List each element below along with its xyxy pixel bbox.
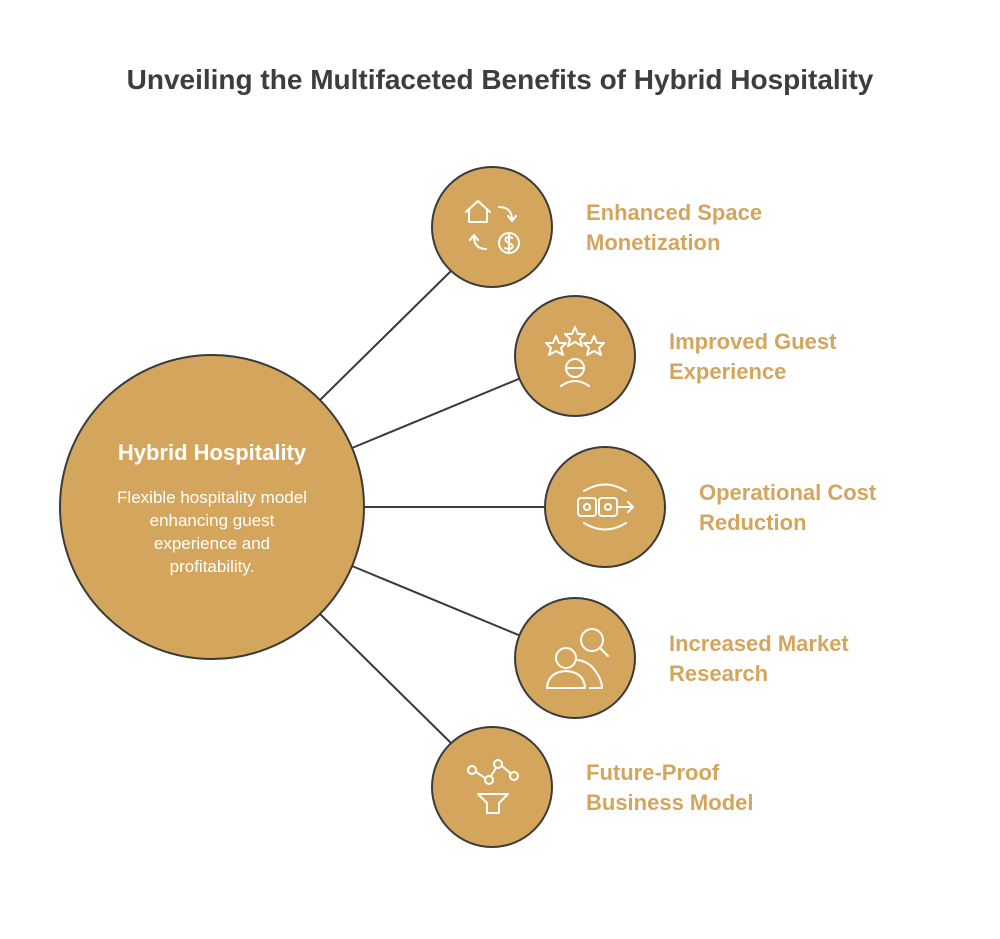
benefit-circle-2 [514, 295, 636, 417]
center-description: Flexible hospitality model enhancing gue… [117, 488, 307, 576]
page-title: Unveiling the Multifaceted Benefits of H… [126, 64, 874, 95]
connector-line-2 [351, 377, 522, 449]
benefit-label-2-line2: Experience [669, 359, 787, 384]
connector-line-5 [317, 611, 453, 745]
benefit-label-1-line2: Monetization [586, 230, 721, 255]
benefit-label-5-line2: Business Model [586, 790, 754, 815]
benefit-label-2-line1: Improved Guest [669, 329, 837, 354]
benefit-label-3-line2: Reduction [699, 510, 807, 535]
connector-line-4 [351, 565, 522, 637]
connector-line-1 [317, 269, 453, 403]
benefit-label-4-line2: Research [669, 661, 769, 686]
benefit-label-4: Increased Market Research [669, 629, 929, 689]
center-title: Hybrid Hospitality [117, 440, 307, 465]
guest-experience-icon [545, 326, 605, 387]
benefit-label-3-line1: Operational Cost [699, 480, 877, 505]
benefit-label-3: Operational Cost Reduction [699, 478, 959, 538]
benefit-label-4-line1: Increased Market [669, 631, 849, 656]
benefit-label-5: Future-Proof Business Model [586, 758, 846, 818]
cost-reduction-icon [577, 483, 634, 531]
benefit-label-5-line1: Future-Proof [586, 760, 720, 785]
benefit-label-1: Enhanced Space Monetization [586, 198, 846, 258]
benefit-circle-5 [431, 726, 553, 848]
benefit-label-1-line1: Enhanced Space [586, 200, 763, 225]
space-monetization-icon [465, 200, 520, 254]
market-research-icon [546, 628, 609, 689]
business-model-icon [467, 759, 519, 814]
benefit-label-2: Improved Guest Experience [669, 327, 929, 387]
center-circle [59, 354, 365, 660]
benefit-circle-1 [431, 166, 553, 288]
